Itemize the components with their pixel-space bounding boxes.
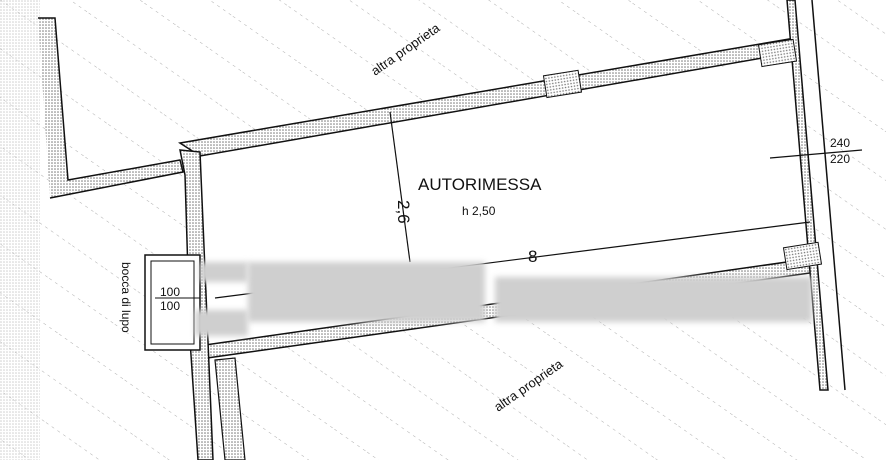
redacted-area <box>200 262 248 282</box>
light-well-inner <box>150 260 195 345</box>
light-well <box>144 254 201 351</box>
length-dimension: 8 <box>528 247 537 266</box>
left-ground-texture <box>0 0 40 460</box>
right-outer-line <box>811 0 846 391</box>
redacted-area <box>495 277 812 322</box>
lower-left-wall <box>214 357 246 460</box>
window-dim-top: 100 <box>160 285 180 299</box>
width-dimension-line <box>389 111 411 263</box>
redacted-area <box>248 262 485 322</box>
pillar <box>782 241 823 271</box>
room-height: h 2,50 <box>462 204 496 218</box>
pillar <box>542 69 583 99</box>
wall-dim-top: 240 <box>830 136 850 150</box>
pillar <box>757 38 798 68</box>
wall-dimension-line <box>769 149 863 159</box>
redacted-area <box>195 310 248 336</box>
exterior-wall-outline <box>38 17 184 199</box>
room-name: AUTORIMESSA <box>418 175 542 194</box>
light-well-label: bocca di lupo <box>119 262 133 333</box>
window-dim-bottom: 100 <box>160 299 180 313</box>
width-dimension: 2,6 <box>394 200 413 224</box>
wall-dim-bottom: 220 <box>830 152 850 166</box>
